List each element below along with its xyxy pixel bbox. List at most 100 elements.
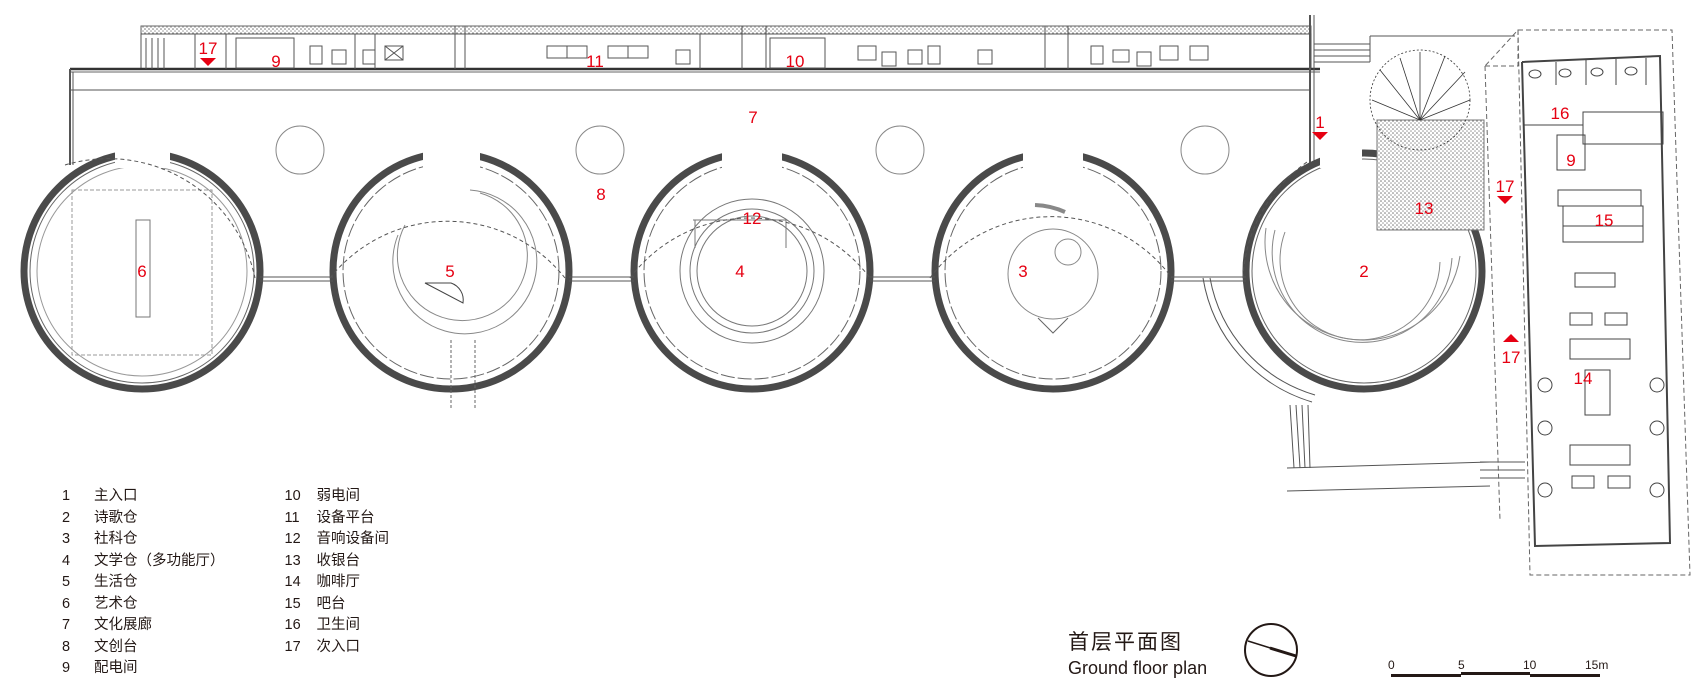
display-plinths: [275, 125, 1230, 175]
room-label-3: 3: [1018, 262, 1027, 281]
legend-room-name: 配电间: [94, 660, 138, 676]
room-label-17: 17: [199, 39, 218, 58]
legend-number: 14: [284, 574, 301, 590]
legend-item: 3 社科仓: [62, 529, 225, 551]
legend-room-name: 主入口: [94, 488, 138, 504]
silo-connectors: [260, 276, 1316, 403]
room-label-17: 17: [1502, 348, 1521, 367]
room-label-14: 14: [1574, 369, 1593, 388]
legend-item: 2 诗歌仓: [62, 508, 225, 530]
south-stairs: [1286, 404, 1525, 492]
legend-number: 13: [284, 552, 301, 569]
silo-4: [630, 148, 874, 393]
entry-arrow-icon: [200, 58, 216, 66]
legend-item: 5 生活仓: [62, 572, 225, 594]
legend-number: 10: [284, 488, 301, 504]
room-label-9: 9: [271, 52, 280, 71]
legend-item: 14 咖啡厅: [285, 572, 390, 594]
legend-item: 9 配电间: [62, 658, 225, 680]
legend-number: 8: [62, 638, 71, 655]
corridor-outline: [69, 15, 1515, 165]
room-label-13: 13: [1415, 199, 1434, 218]
canopy-dashed-arcs: [64, 158, 1311, 279]
legend-item: 10 弱电间: [285, 486, 390, 508]
legend-number: 15: [284, 595, 301, 612]
legend-item: 11 设备平台: [285, 508, 390, 530]
room-label-17: 17: [1496, 177, 1515, 196]
room-label-7: 7: [748, 108, 757, 127]
legend-room-name: 弱电间: [316, 488, 361, 504]
entry-arrow-icon: [1503, 334, 1519, 342]
scale-bar: [1391, 672, 1600, 677]
room-label-16: 16: [1551, 104, 1570, 123]
room-label-10: 10: [786, 52, 805, 71]
legend-item: 17 次入口: [285, 637, 390, 659]
room-label-9: 9: [1566, 151, 1575, 170]
legend-room-name: 设备平台: [316, 509, 375, 526]
legend-number: 3: [62, 531, 71, 547]
legend-item: 1 主入口: [62, 486, 225, 508]
legend-number: 9: [62, 660, 71, 676]
legend-item: 16 卫生间: [285, 615, 390, 637]
legend-room-name: 收银台: [316, 552, 361, 569]
room-label-5: 5: [445, 262, 454, 281]
scale-tick-5: 5: [1458, 658, 1465, 672]
legend-number: 1: [62, 488, 71, 504]
entry-markers: [200, 58, 1519, 342]
legend-item: 4 文学仓（多功能厅）: [62, 551, 225, 573]
room-label-8: 8: [596, 185, 605, 204]
drawing-title: 首层平面图 Ground floor plan: [1068, 626, 1207, 679]
legend-room-name: 次入口: [316, 638, 361, 655]
silo-6: [20, 148, 264, 393]
title-english: Ground floor plan: [1068, 658, 1208, 678]
legend-room-name: 咖啡厅: [316, 574, 361, 590]
silo-2: [1242, 148, 1486, 393]
entry-arrow-icon: [1312, 132, 1328, 140]
legend-number: 16: [284, 617, 301, 633]
equipment-platform-strip: [70, 25, 1320, 91]
silo-3: [931, 148, 1175, 393]
legend-number: 4: [62, 552, 71, 569]
cafe-wing: [1483, 28, 1691, 576]
legend-number: 2: [62, 509, 71, 526]
legend-room-name: 生活仓: [94, 574, 138, 590]
legend-column-1: 1 主入口 2 诗歌仓 3 社科仓 4 文学仓（多功能厅） 5 生活仓 6 艺术仓 7 文化展廊 8 文创台 9…: [62, 486, 225, 680]
legend-item: 13 收银台: [285, 551, 390, 573]
legend-number: 6: [62, 595, 71, 612]
legend-room-name: 文学仓（多功能厅）: [94, 552, 225, 569]
room-label-15: 15: [1595, 211, 1614, 230]
legend-room-name: 吧台: [316, 595, 346, 612]
title-chinese: 首层平面图: [1068, 631, 1183, 654]
entry-arrow-icon: [1497, 196, 1513, 204]
courtyard: [1369, 49, 1485, 231]
legend-number: 5: [62, 574, 71, 590]
scale-tick-0: 0: [1388, 658, 1395, 672]
room-label-11: 11: [586, 52, 604, 71]
legend: 1 主入口 2 诗歌仓 3 社科仓 4 文学仓（多功能厅） 5 生活仓 6 艺术仓 7 文化展廊 8 文创台 9…: [62, 486, 389, 680]
room-label-2: 2: [1359, 262, 1368, 281]
scale-tick-10: 10: [1523, 658, 1537, 672]
legend-room-name: 诗歌仓: [94, 509, 138, 526]
legend-item: 15 吧台: [285, 594, 390, 616]
legend-item: 7 文化展廊: [62, 615, 225, 637]
room-label-12: 12: [743, 209, 762, 228]
legend-number: 17: [284, 638, 301, 655]
legend-room-name: 卫生间: [316, 617, 361, 633]
legend-room-name: 文创台: [94, 638, 138, 655]
room-label-1: 1: [1315, 113, 1324, 132]
legend-room-name: 文化展廊: [94, 617, 152, 633]
legend-number: 7: [62, 617, 71, 633]
room-label-6: 6: [137, 262, 146, 281]
north-arrow-icon: [1244, 623, 1298, 677]
room-label-4: 4: [735, 262, 744, 281]
legend-number: 11: [284, 509, 300, 526]
legend-item: 6 艺术仓: [62, 594, 225, 616]
legend-room-name: 艺术仓: [94, 595, 138, 612]
legend-item: 8 文创台: [62, 637, 225, 659]
legend-room-name: 音响设备间: [316, 531, 390, 547]
legend-room-name: 社科仓: [94, 531, 138, 547]
